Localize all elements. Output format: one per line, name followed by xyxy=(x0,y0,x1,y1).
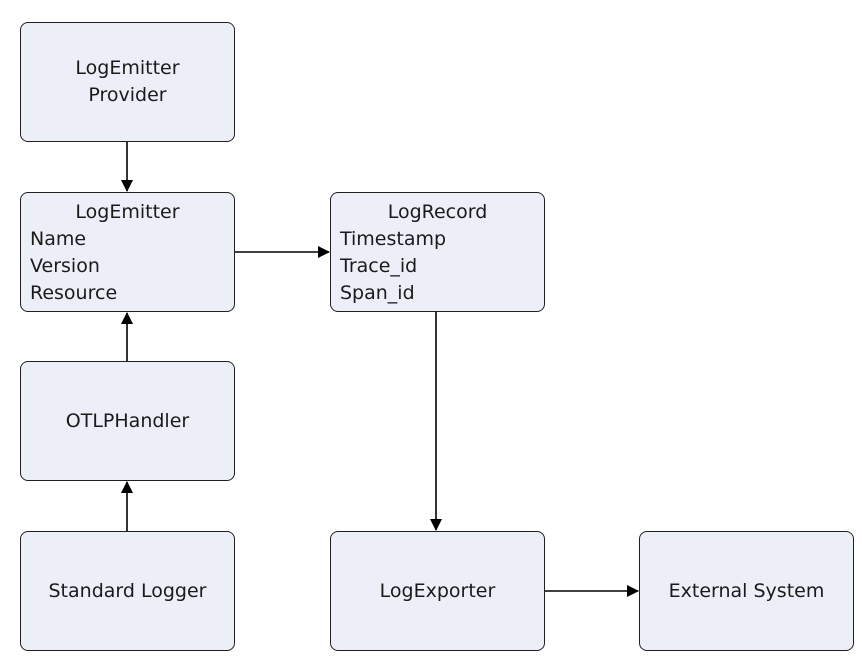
external-system-node[interactable]: External System xyxy=(639,531,854,651)
logrecord-node[interactable]: LogRecord Timestamp Trace_id Span_id xyxy=(330,192,545,312)
logemitter-title: LogEmitter xyxy=(75,201,180,223)
provider-label-line-2: Provider xyxy=(88,84,167,106)
otlphandler-node[interactable]: OTLPHandler xyxy=(20,361,235,481)
logrecord-field-trace-id: Trace_id xyxy=(340,255,418,277)
logrecord-field-span-id: Span_id xyxy=(340,282,415,304)
logemitter-field-resource: Resource xyxy=(30,282,118,304)
external-system-label: External System xyxy=(668,579,825,602)
logexporter-label: LogExporter xyxy=(379,579,496,602)
provider-label-line-1: LogEmitter xyxy=(75,57,180,79)
logrecord-title: LogRecord xyxy=(387,201,488,223)
logemitter-field-name: Name xyxy=(30,228,87,250)
logemitter-provider-node[interactable]: LogEmitter Provider xyxy=(20,22,235,142)
standard-logger-node[interactable]: Standard Logger xyxy=(20,531,235,651)
logrecord-field-timestamp: Timestamp xyxy=(340,228,447,250)
logexporter-node[interactable]: LogExporter xyxy=(330,531,545,651)
logemitter-node[interactable]: LogEmitter Name Version Resource xyxy=(20,192,235,312)
logemitter-field-version: Version xyxy=(30,255,100,277)
otlphandler-label: OTLPHandler xyxy=(65,409,190,432)
standard-logger-label: Standard Logger xyxy=(48,579,207,602)
